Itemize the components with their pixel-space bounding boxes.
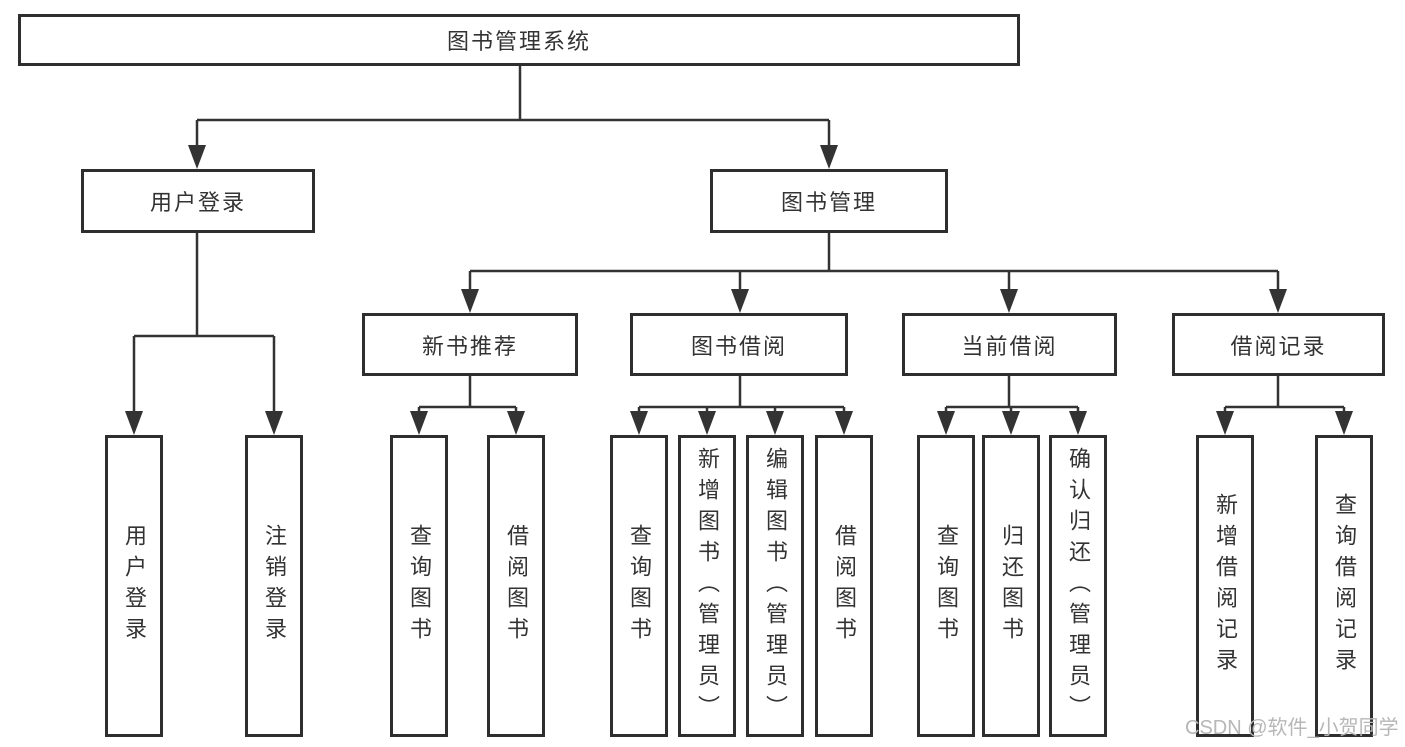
node-label: 编辑图书（管理员） [763, 446, 788, 726]
node-label: 确认归还（管理员） [1066, 446, 1091, 726]
node-new-book-recommendation: 新书推荐 [362, 313, 578, 376]
node-book-borrowing: 图书借阅 [630, 313, 848, 376]
leaf-borrow-books-recommend: 借阅图书 [487, 435, 545, 737]
node-label: 查询图书 [407, 524, 432, 648]
node-label: 借阅记录 [1230, 333, 1327, 359]
node-label: 图书管理 [780, 190, 877, 215]
leaf-borrow-books: 借阅图书 [815, 435, 873, 737]
node-label: 新增图书（管理员） [695, 446, 720, 726]
leaf-query-books-current: 查询图书 [917, 435, 975, 737]
node-label: 图书管理系统 [446, 29, 591, 54]
node-label: 归还图书 [999, 524, 1024, 648]
leaf-add-book-admin: 新增图书（管理员） [678, 435, 736, 737]
node-borrowing-records: 借阅记录 [1172, 313, 1385, 376]
node-label: 借阅图书 [832, 524, 857, 648]
node-label: 新书推荐 [421, 333, 518, 359]
leaf-confirm-return-admin: 确认归还（管理员） [1049, 435, 1107, 737]
node-label: 查询图书 [627, 524, 652, 648]
node-label: 用户登录 [149, 190, 246, 215]
node-label: 图书借阅 [690, 333, 787, 359]
node-library-management-system: 图书管理系统 [18, 14, 1020, 66]
node-label: 注销登录 [262, 524, 287, 648]
node-label: 用户登录 [122, 524, 147, 648]
node-user-login-branch: 用户登录 [81, 169, 315, 233]
arrowhead-group [125, 145, 1353, 435]
leaf-query-borrow-record: 查询借阅记录 [1315, 435, 1373, 737]
node-label: 当前借阅 [961, 333, 1058, 359]
leaf-query-books-recommend: 查询图书 [390, 435, 448, 737]
leaf-add-borrow-record: 新增借阅记录 [1196, 435, 1254, 737]
node-label: 查询借阅记录 [1332, 493, 1357, 679]
leaf-edit-book-admin: 编辑图书（管理员） [746, 435, 804, 737]
node-label: 查询图书 [934, 524, 959, 648]
leaf-return-books: 归还图书 [982, 435, 1040, 737]
leaf-user-login: 用户登录 [105, 435, 163, 737]
node-label: 新增借阅记录 [1213, 493, 1238, 679]
node-current-borrowing: 当前借阅 [902, 313, 1117, 376]
leaf-logout: 注销登录 [245, 435, 303, 737]
csdn-watermark: CSDN @软件_小贺同学 [1185, 717, 1399, 739]
node-label: 借阅图书 [504, 524, 529, 648]
leaf-query-books-borrow: 查询图书 [610, 435, 668, 737]
node-book-management: 图书管理 [710, 169, 948, 233]
